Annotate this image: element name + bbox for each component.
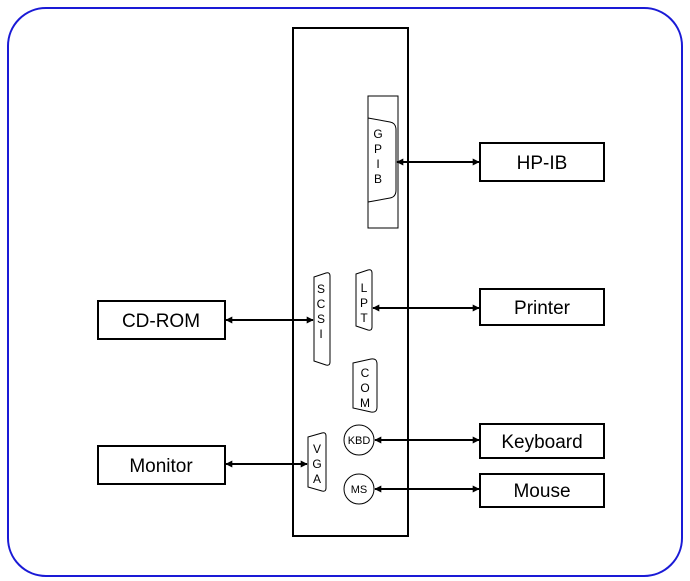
scsi-connector: S C S I xyxy=(313,272,331,366)
scsi-letter: S xyxy=(317,312,325,326)
lpt-letter: L xyxy=(361,281,368,295)
gpib-letter: B xyxy=(374,172,382,186)
hpib-label: HP-IB xyxy=(517,153,568,174)
mouse-label: Mouse xyxy=(513,481,570,502)
ms-port-label: MS xyxy=(351,484,368,496)
printer-label: Printer xyxy=(514,298,571,319)
keyboard-label: Keyboard xyxy=(501,432,582,453)
com-letter: C xyxy=(361,366,370,380)
outer-frame xyxy=(7,7,683,577)
cdrom-label: CD-ROM xyxy=(122,311,200,332)
gpib-connector: G P I B xyxy=(367,117,397,203)
ms-port: MS xyxy=(343,473,375,505)
monitor-box: Monitor xyxy=(97,445,226,485)
gpib-letter: I xyxy=(376,157,379,171)
scsi-letter: I xyxy=(319,327,322,341)
hpib-box: HP-IB xyxy=(479,142,605,182)
vga-letter: G xyxy=(312,457,321,471)
gpib-letter: P xyxy=(374,142,382,156)
mouse-box: Mouse xyxy=(479,473,605,508)
cdrom-box: CD-ROM xyxy=(97,300,226,340)
rear-panel xyxy=(292,27,409,537)
vga-letter: A xyxy=(313,472,321,486)
scsi-letter: C xyxy=(317,297,326,311)
keyboard-box: Keyboard xyxy=(479,423,605,459)
kbd-port: KBD xyxy=(343,424,375,456)
lpt-connector: L P T xyxy=(355,269,373,331)
monitor-label: Monitor xyxy=(129,456,193,477)
vga-letter: V xyxy=(313,442,321,456)
kbd-port-label: KBD xyxy=(348,435,371,447)
com-letter: M xyxy=(360,396,370,410)
scsi-letter: S xyxy=(317,282,325,296)
lpt-letter: T xyxy=(360,311,368,325)
com-letter: O xyxy=(360,381,369,395)
vga-connector: V G A xyxy=(307,432,327,492)
printer-box: Printer xyxy=(479,288,605,326)
gpib-letter: G xyxy=(373,127,382,141)
com-connector: C O M xyxy=(352,358,378,413)
lpt-letter: P xyxy=(360,296,368,310)
gpib-slot-frame xyxy=(367,95,399,229)
